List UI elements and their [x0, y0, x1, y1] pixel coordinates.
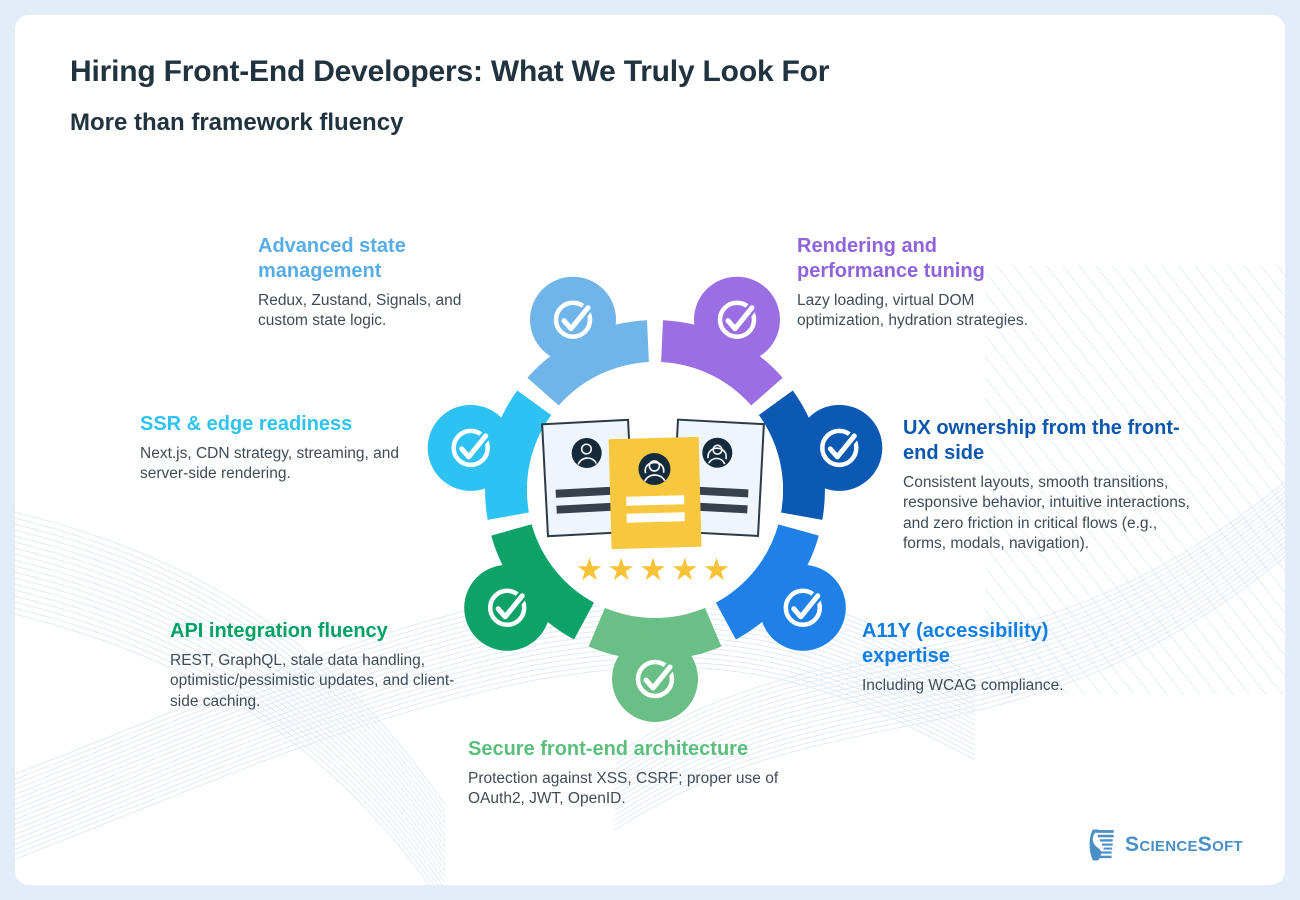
item-label: SSR & edge readiness: [140, 413, 353, 435]
label-block-ux-ownership: UX ownership from the front-end side Con…: [903, 416, 1198, 555]
page-subtitle: More than framework fluency: [70, 109, 404, 136]
item-label: A11Y (accessibility) expertise: [862, 620, 1049, 667]
item-description: Lazy loading, virtual DOM optimization, …: [797, 292, 1028, 330]
check-icon-api: [487, 588, 528, 628]
item-label: Rendering and performance tuning: [797, 235, 985, 282]
label-block-ssr-edge: SSR & edge readiness Next.js, CDN strate…: [140, 412, 400, 485]
star-rating: ★★★★★: [576, 552, 735, 588]
item-description: Redux, Zustand, Signals, and custom stat…: [258, 292, 462, 330]
item-description: Protection against XSS, CSRF; proper use…: [468, 770, 779, 808]
item-label: Advanced state management: [258, 235, 406, 282]
item-label: Secure front-end architecture: [468, 738, 749, 760]
node-secure-architecture: [588, 607, 722, 722]
page-title: Hiring Front-End Developers: What We Tru…: [70, 55, 830, 88]
check-icon-secure: [635, 659, 675, 699]
resume-card-selected: [608, 436, 702, 550]
label-block-rendering-performance: Rendering and performance tuning Lazy lo…: [797, 234, 1047, 332]
infographic-canvas: Hiring Front-End Developers: What We Tru…: [15, 15, 1285, 885]
check-icon-a11y: [783, 588, 823, 628]
sciencesoft-logo: ScienceSoft: [1088, 829, 1243, 861]
wheel-diagram: ★★★★★: [427, 276, 883, 722]
hatch-pattern: [985, 265, 1285, 695]
label-block-a11y-expertise: A11Y (accessibility) expertise Including…: [862, 619, 1092, 696]
item-description: Including WCAG compliance.: [862, 677, 1064, 694]
sciencesoft-logo-icon: [1089, 829, 1114, 861]
check-icon-advanced: [553, 300, 593, 339]
item-description: REST, GraphQL, stale data handling, opti…: [170, 652, 455, 710]
label-block-secure-architecture: Secure front-end architecture Protection…: [468, 737, 813, 810]
check-icon-ssr: [451, 428, 491, 468]
label-block-advanced-state: Advanced state management Redux, Zustand…: [258, 234, 508, 332]
item-description: Next.js, CDN strategy, streaming, and se…: [140, 445, 399, 483]
check-icon-rendering: [717, 300, 757, 339]
check-icon-ux: [820, 428, 860, 468]
label-block-api-integration: API integration fluency REST, GraphQL, s…: [170, 619, 470, 712]
sciencesoft-logo-text: ScienceSoft: [1125, 833, 1243, 856]
item-description: Consistent layouts, smooth transitions, …: [903, 474, 1190, 553]
item-label: API integration fluency: [170, 620, 388, 642]
item-label: UX ownership from the front-end side: [903, 417, 1180, 464]
